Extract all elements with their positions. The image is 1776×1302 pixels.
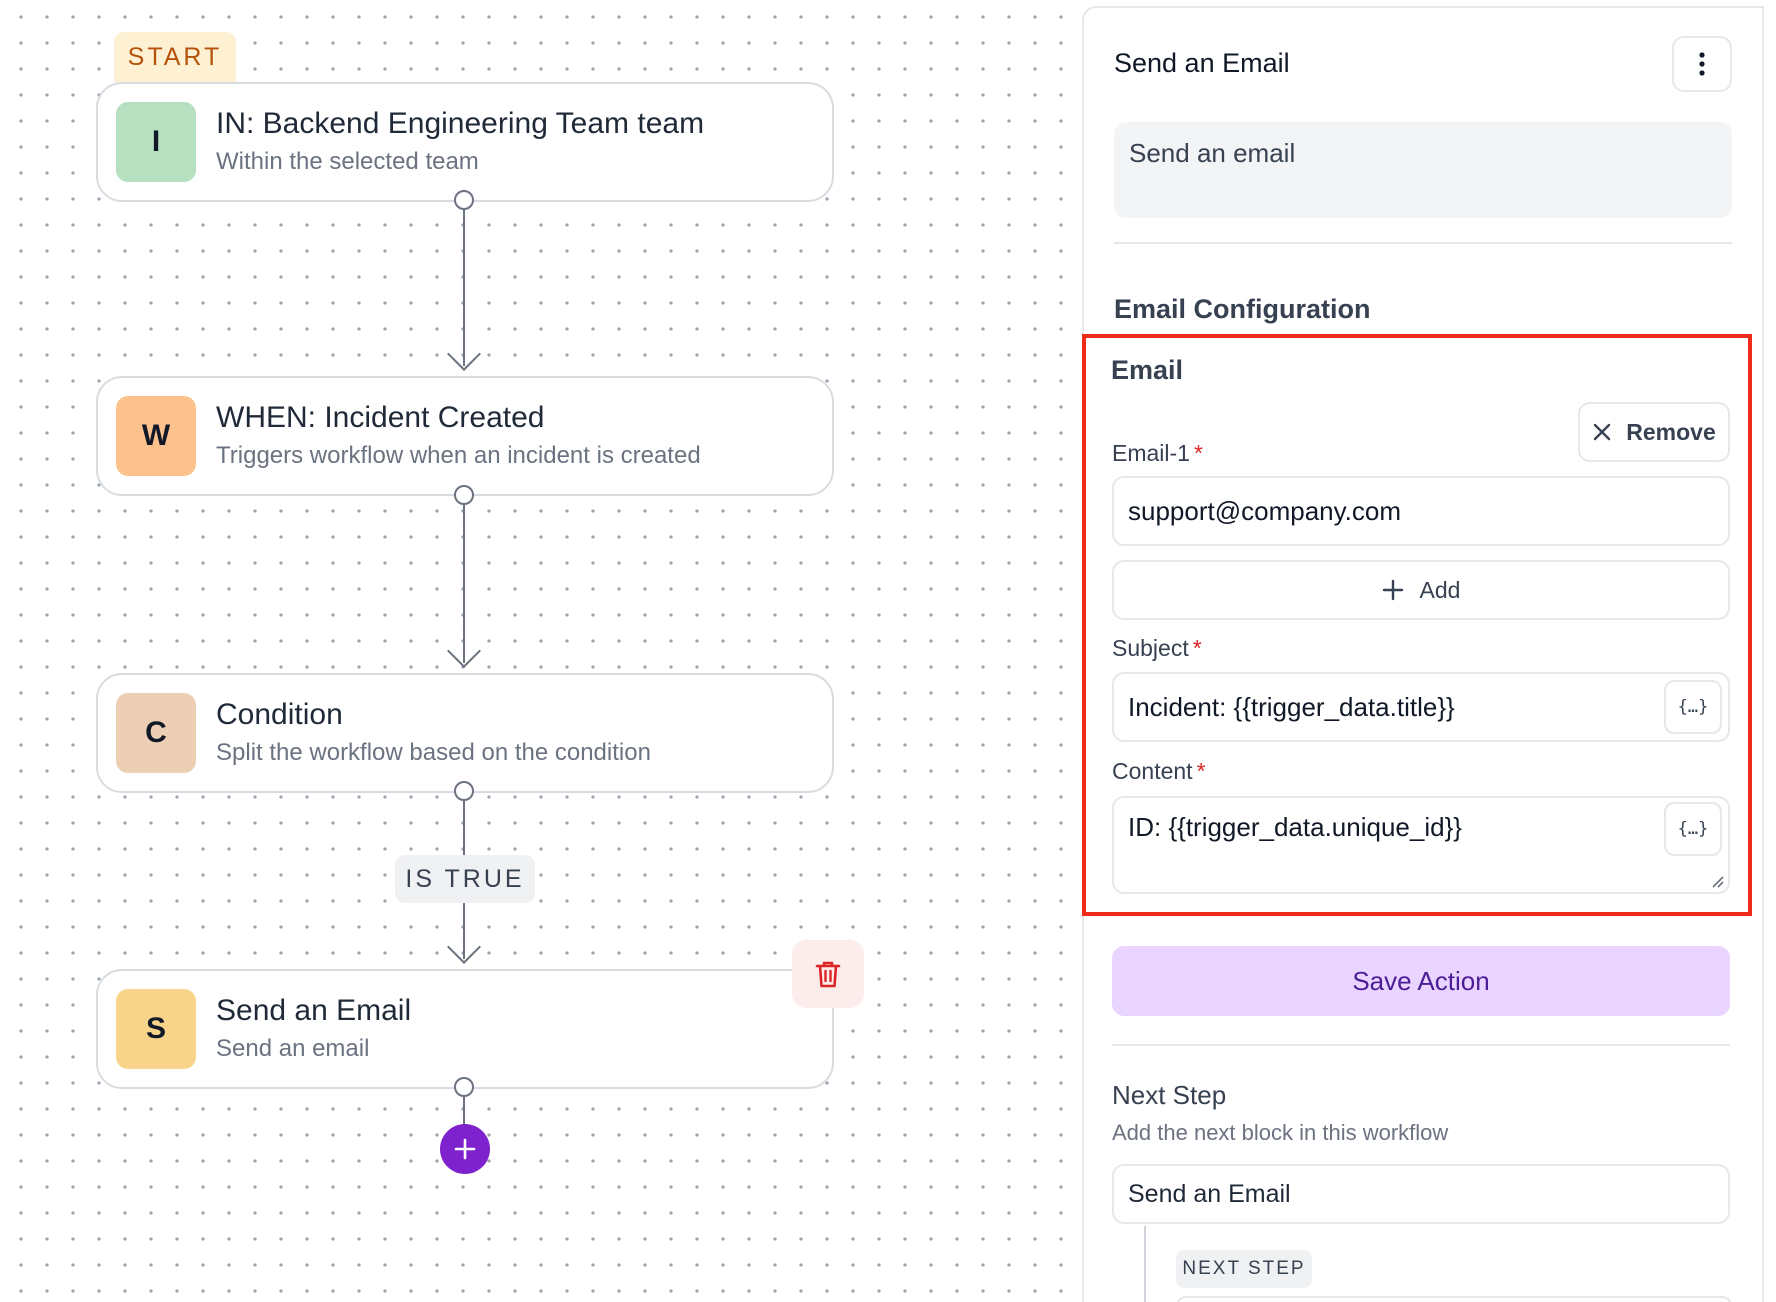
arrow-down-icon — [447, 337, 481, 371]
node-avatar: S — [116, 989, 196, 1069]
trash-icon — [815, 961, 841, 988]
add-email-button[interactable]: Add — [1112, 560, 1730, 620]
remove-email-button[interactable]: Remove — [1578, 402, 1730, 462]
edge-connector — [463, 210, 465, 366]
node-title: Condition — [216, 698, 343, 731]
divider — [1114, 242, 1732, 244]
plus-icon — [1382, 579, 1403, 601]
subject-input[interactable]: Incident: {{trigger_data.title}} — [1112, 672, 1730, 742]
email-config-highlight — [1082, 334, 1752, 916]
delete-node-button[interactable] — [792, 940, 864, 1008]
content-value: ID: {{trigger_data.unique_id}} — [1128, 812, 1462, 842]
edge-connector — [463, 1097, 465, 1125]
edge-connector — [463, 801, 465, 855]
email-1-label: Email-1* — [1112, 440, 1203, 466]
panel-title: Send an Email — [1114, 48, 1290, 78]
save-action-button[interactable]: Save Action — [1112, 946, 1730, 1016]
variable-braces-icon: {…} — [1677, 819, 1709, 839]
node-avatar: W — [116, 396, 196, 476]
tree-connector — [1144, 1226, 1146, 1302]
node-output-port[interactable] — [454, 190, 474, 210]
section-title: Email Configuration — [1114, 294, 1371, 324]
edge-connector — [463, 903, 465, 959]
node-avatar: C — [116, 693, 196, 773]
node-output-port[interactable] — [454, 781, 474, 801]
workflow-node-team[interactable]: I IN: Backend Engineering Team team With… — [96, 82, 834, 202]
divider — [1112, 1044, 1730, 1046]
workflow-node-condition[interactable]: C Condition Split the workflow based on … — [96, 673, 834, 793]
node-output-port[interactable] — [454, 1077, 474, 1097]
workflow-node-trigger[interactable]: W WHEN: Incident Created Triggers workfl… — [96, 376, 834, 496]
arrow-down-icon — [447, 930, 481, 964]
email-1-input[interactable]: support@company.com — [1112, 476, 1730, 546]
action-description-field[interactable]: Send an email — [1114, 122, 1732, 218]
insert-variable-button[interactable]: {…} — [1664, 802, 1722, 856]
next-step-description: Add the next block in this workflow — [1112, 1120, 1449, 1145]
next-step-title: Next Step — [1112, 1080, 1227, 1110]
next-step-item[interactable]: Send an Email — [1112, 1164, 1730, 1224]
node-title: IN: Backend Engineering Team team — [216, 107, 705, 140]
node-description: Within the selected team — [216, 148, 479, 175]
variable-braces-icon: {…} — [1677, 697, 1709, 717]
insert-variable-button[interactable]: {…} — [1664, 680, 1722, 734]
node-title: WHEN: Incident Created — [216, 401, 545, 434]
node-title: Send an Email — [216, 994, 412, 1027]
edge-connector — [463, 505, 465, 663]
plus-icon — [454, 1138, 476, 1160]
next-step-card[interactable] — [1176, 1296, 1732, 1302]
content-label: Content* — [1112, 758, 1206, 784]
workflow-node-send-email[interactable]: S Send an Email Send an email — [96, 969, 834, 1089]
action-config-panel: Send an Email Send an email Email Config… — [1082, 6, 1764, 1302]
add-label: Add — [1419, 576, 1461, 603]
close-icon — [1594, 423, 1611, 441]
resize-handle-icon[interactable] — [1710, 874, 1724, 888]
workflow-canvas[interactable]: START I IN: Backend Engineering Team tea… — [0, 0, 1082, 1302]
next-step-badge: NEXT STEP — [1176, 1250, 1312, 1288]
kebab-icon — [1699, 52, 1705, 76]
node-description: Send an email — [216, 1035, 370, 1062]
start-badge: START — [114, 32, 236, 82]
add-node-button[interactable] — [440, 1124, 490, 1174]
node-description: Triggers workflow when an incident is cr… — [216, 442, 701, 469]
node-description: Split the workflow based on the conditio… — [216, 739, 651, 766]
content-textarea[interactable]: ID: {{trigger_data.unique_id}} — [1112, 796, 1730, 894]
email-group-heading: Email — [1111, 355, 1184, 385]
panel-menu-button[interactable] — [1672, 36, 1732, 92]
remove-label: Remove — [1626, 418, 1716, 445]
subject-label: Subject* — [1112, 635, 1202, 661]
arrow-down-icon — [447, 634, 481, 668]
node-avatar: I — [116, 102, 196, 182]
node-output-port[interactable] — [454, 485, 474, 505]
branch-label-is-true: IS TRUE — [395, 855, 535, 903]
